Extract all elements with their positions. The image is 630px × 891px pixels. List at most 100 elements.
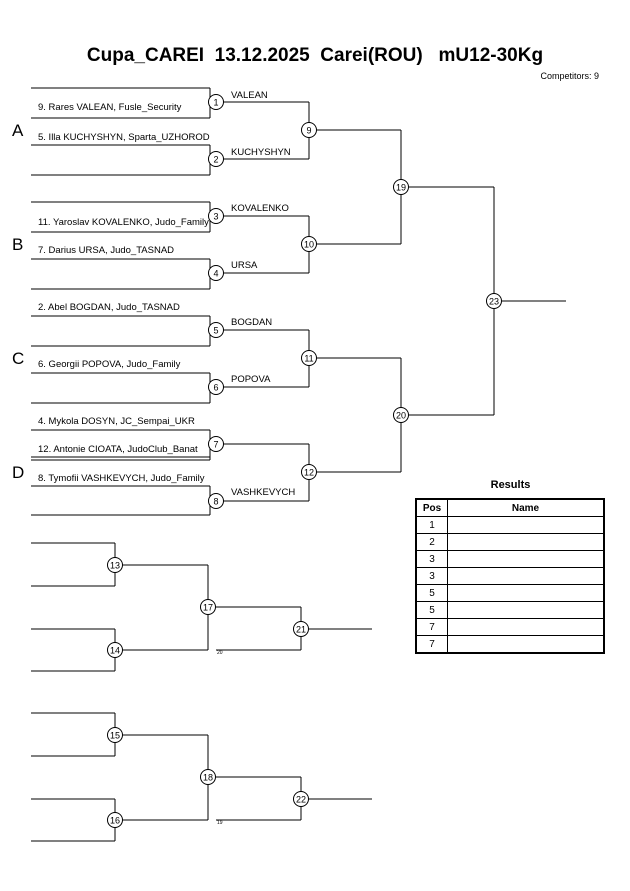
competitor-label: 11. Yaroslav KOVALENKO, Judo_Family bbox=[38, 217, 209, 228]
results-header-row: Pos Name bbox=[415, 498, 605, 517]
match-number: 22 bbox=[296, 795, 306, 805]
match-number: 4 bbox=[213, 269, 218, 279]
results-row: 5 bbox=[415, 601, 605, 619]
competitor-label: 6. Georgii POPOVA, Judo_Family bbox=[38, 359, 181, 370]
match-circle bbox=[393, 407, 409, 423]
winner-label: URSA bbox=[231, 260, 258, 271]
match-circle bbox=[208, 436, 224, 452]
result-name bbox=[447, 533, 605, 551]
bracket-texts: 9. Rares VALEAN, Fusle_Security 5. Illa K… bbox=[12, 90, 295, 826]
match-number: 11 bbox=[304, 354, 313, 364]
result-name bbox=[447, 584, 605, 602]
match-circle bbox=[107, 557, 123, 573]
match-circle bbox=[208, 94, 224, 110]
competitor-label: 4. Mykola DOSYN, JC_Sempai_UKR bbox=[38, 416, 195, 427]
winner-label: POPOVA bbox=[231, 374, 271, 385]
match-circle bbox=[208, 151, 224, 167]
match-circle bbox=[301, 236, 317, 252]
results-table: Pos Name 1 2 3 3 5 5 7 7 bbox=[415, 498, 605, 654]
winner-label: BOGDAN bbox=[231, 317, 272, 328]
result-pos: 1 bbox=[415, 516, 448, 534]
match-circle bbox=[208, 379, 224, 395]
match-number: 7 bbox=[213, 440, 218, 450]
competitor-label: 7. Darius URSA, Judo_TASNAD bbox=[38, 245, 174, 256]
winner-label: VALEAN bbox=[231, 90, 268, 101]
match-number: 5 bbox=[213, 326, 218, 336]
result-name bbox=[447, 618, 605, 636]
competitor-label: 12. Antonie CIOATA, JudoClub_Banat bbox=[38, 444, 198, 455]
result-name bbox=[447, 567, 605, 585]
results-header-name: Name bbox=[447, 498, 605, 517]
match-number: 13 bbox=[110, 561, 120, 571]
match-number: 2 bbox=[213, 155, 218, 165]
results-title: Results bbox=[490, 479, 531, 491]
match-circle bbox=[293, 791, 309, 807]
winner-label: VASHKEVYCH bbox=[231, 487, 295, 498]
match-number: 19 bbox=[396, 183, 406, 193]
match-number: 9 bbox=[306, 126, 311, 136]
match-number: 23 bbox=[489, 297, 499, 307]
match-number: 14 bbox=[110, 646, 120, 656]
competitor-label: 2. Abel BOGDAN, Judo_TASNAD bbox=[38, 302, 180, 313]
results-row: 2 bbox=[415, 533, 605, 551]
match-number: 15 bbox=[110, 731, 120, 741]
match-number: 16 bbox=[110, 816, 120, 826]
results-row: 5 bbox=[415, 584, 605, 602]
match-circle bbox=[301, 122, 317, 138]
match-circle bbox=[208, 265, 224, 281]
results-header-pos: Pos bbox=[415, 498, 448, 517]
result-pos: 3 bbox=[415, 550, 448, 568]
match-number: 21 bbox=[296, 625, 306, 635]
result-pos: 5 bbox=[415, 601, 448, 619]
match-circle bbox=[208, 208, 224, 224]
result-name bbox=[447, 635, 605, 654]
results-row: 1 bbox=[415, 516, 605, 534]
match-circle bbox=[301, 350, 317, 366]
result-pos: 3 bbox=[415, 567, 448, 585]
pool-letter: D bbox=[12, 463, 24, 482]
competitor-label: 5. Illa KUCHYSHYN, Sparta_UZHOROD bbox=[38, 132, 210, 143]
match-number: 12 bbox=[304, 468, 314, 478]
match-circle bbox=[301, 464, 317, 480]
competitor-label: 9. Rares VALEAN, Fusle_Security bbox=[38, 102, 182, 113]
match-number: 3 bbox=[213, 212, 218, 222]
match-circle bbox=[293, 621, 309, 637]
match-number: 6 bbox=[213, 383, 218, 393]
match-circle bbox=[208, 322, 224, 338]
results-row: 3 bbox=[415, 567, 605, 585]
result-pos: 5 bbox=[415, 584, 448, 602]
match-number: 20 bbox=[396, 411, 406, 421]
winner-label: KOVALENKO bbox=[231, 203, 289, 214]
result-pos: 7 bbox=[415, 618, 448, 636]
results-row: 3 bbox=[415, 550, 605, 568]
match-circle bbox=[107, 642, 123, 658]
match-circle bbox=[393, 179, 409, 195]
match-circle bbox=[200, 769, 216, 785]
page-title: Cupa_CAREI 13.12.2025 Carei(ROU) mU12-30… bbox=[86, 45, 544, 66]
repechage-mark: 19 bbox=[217, 820, 223, 826]
result-name bbox=[447, 516, 605, 534]
match-number: 10 bbox=[304, 240, 314, 250]
result-name bbox=[447, 601, 605, 619]
result-name bbox=[447, 550, 605, 568]
match-circle bbox=[107, 812, 123, 828]
match-number: 17 bbox=[203, 603, 213, 613]
result-pos: 7 bbox=[415, 635, 448, 654]
pool-letter: A bbox=[12, 121, 24, 140]
match-number: 18 bbox=[203, 773, 213, 783]
result-pos: 2 bbox=[415, 533, 448, 551]
match-circle bbox=[208, 493, 224, 509]
match-number: 1 bbox=[213, 98, 218, 108]
results-row: 7 bbox=[415, 618, 605, 636]
competitors-count: Competitors: 9 bbox=[540, 71, 599, 81]
pool-letter: B bbox=[12, 235, 23, 254]
match-number: 8 bbox=[213, 497, 218, 507]
match-circle bbox=[200, 599, 216, 615]
pool-letter: C bbox=[12, 349, 24, 368]
results-row: 7 bbox=[415, 635, 605, 654]
match-circle bbox=[107, 727, 123, 743]
match-circle bbox=[486, 293, 502, 309]
winner-label: KUCHYSHYN bbox=[231, 147, 291, 158]
